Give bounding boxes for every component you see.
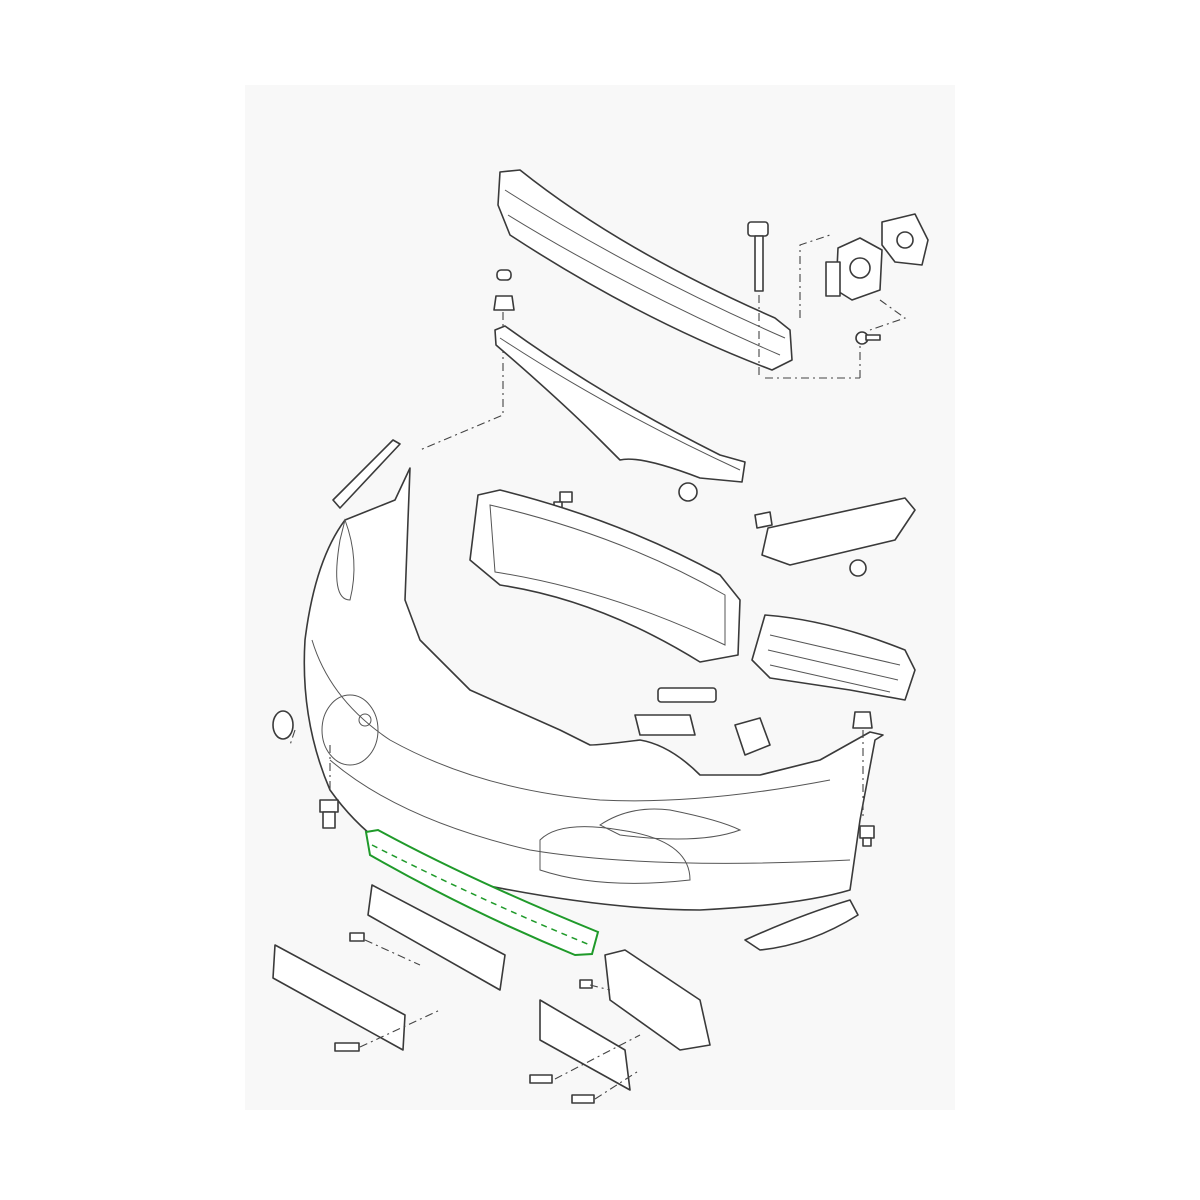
bracket bbox=[634, 714, 696, 736]
leader-line bbox=[289, 729, 864, 820]
gasket bbox=[881, 213, 929, 266]
screw bbox=[855, 331, 881, 345]
clip bbox=[493, 269, 515, 311]
clip bbox=[852, 711, 873, 729]
bumper-reinforcement-beam bbox=[497, 169, 793, 371]
side-grille bbox=[751, 614, 916, 701]
screw bbox=[579, 979, 593, 989]
bumper-cover bbox=[303, 467, 884, 911]
leader-line bbox=[799, 234, 907, 331]
lower-corner-trim bbox=[744, 899, 859, 951]
upper-support-strip bbox=[494, 325, 746, 483]
side-trim-strip bbox=[332, 439, 401, 509]
leader-line bbox=[419, 312, 504, 451]
small-grille-insert bbox=[657, 687, 717, 703]
push-rivet bbox=[859, 825, 875, 847]
mounting-bracket bbox=[825, 237, 883, 301]
nut bbox=[678, 482, 698, 502]
license-bracket-left bbox=[272, 884, 506, 1051]
plug-cap bbox=[272, 710, 294, 740]
center-grille bbox=[469, 489, 741, 663]
screw bbox=[349, 932, 365, 942]
screw bbox=[529, 1074, 553, 1084]
side-bracket bbox=[761, 497, 916, 566]
screw bbox=[849, 559, 867, 577]
lower-spoiler-highlighted bbox=[364, 828, 600, 957]
license-bracket-right bbox=[539, 949, 711, 1091]
leader-line bbox=[758, 295, 861, 379]
bolt bbox=[747, 221, 769, 292]
tow-hook-cover-mount bbox=[734, 717, 771, 756]
leader-line bbox=[359, 939, 641, 1100]
screw bbox=[334, 1042, 360, 1052]
push-rivet bbox=[319, 799, 339, 829]
clip bbox=[754, 511, 773, 529]
screw bbox=[571, 1094, 595, 1104]
